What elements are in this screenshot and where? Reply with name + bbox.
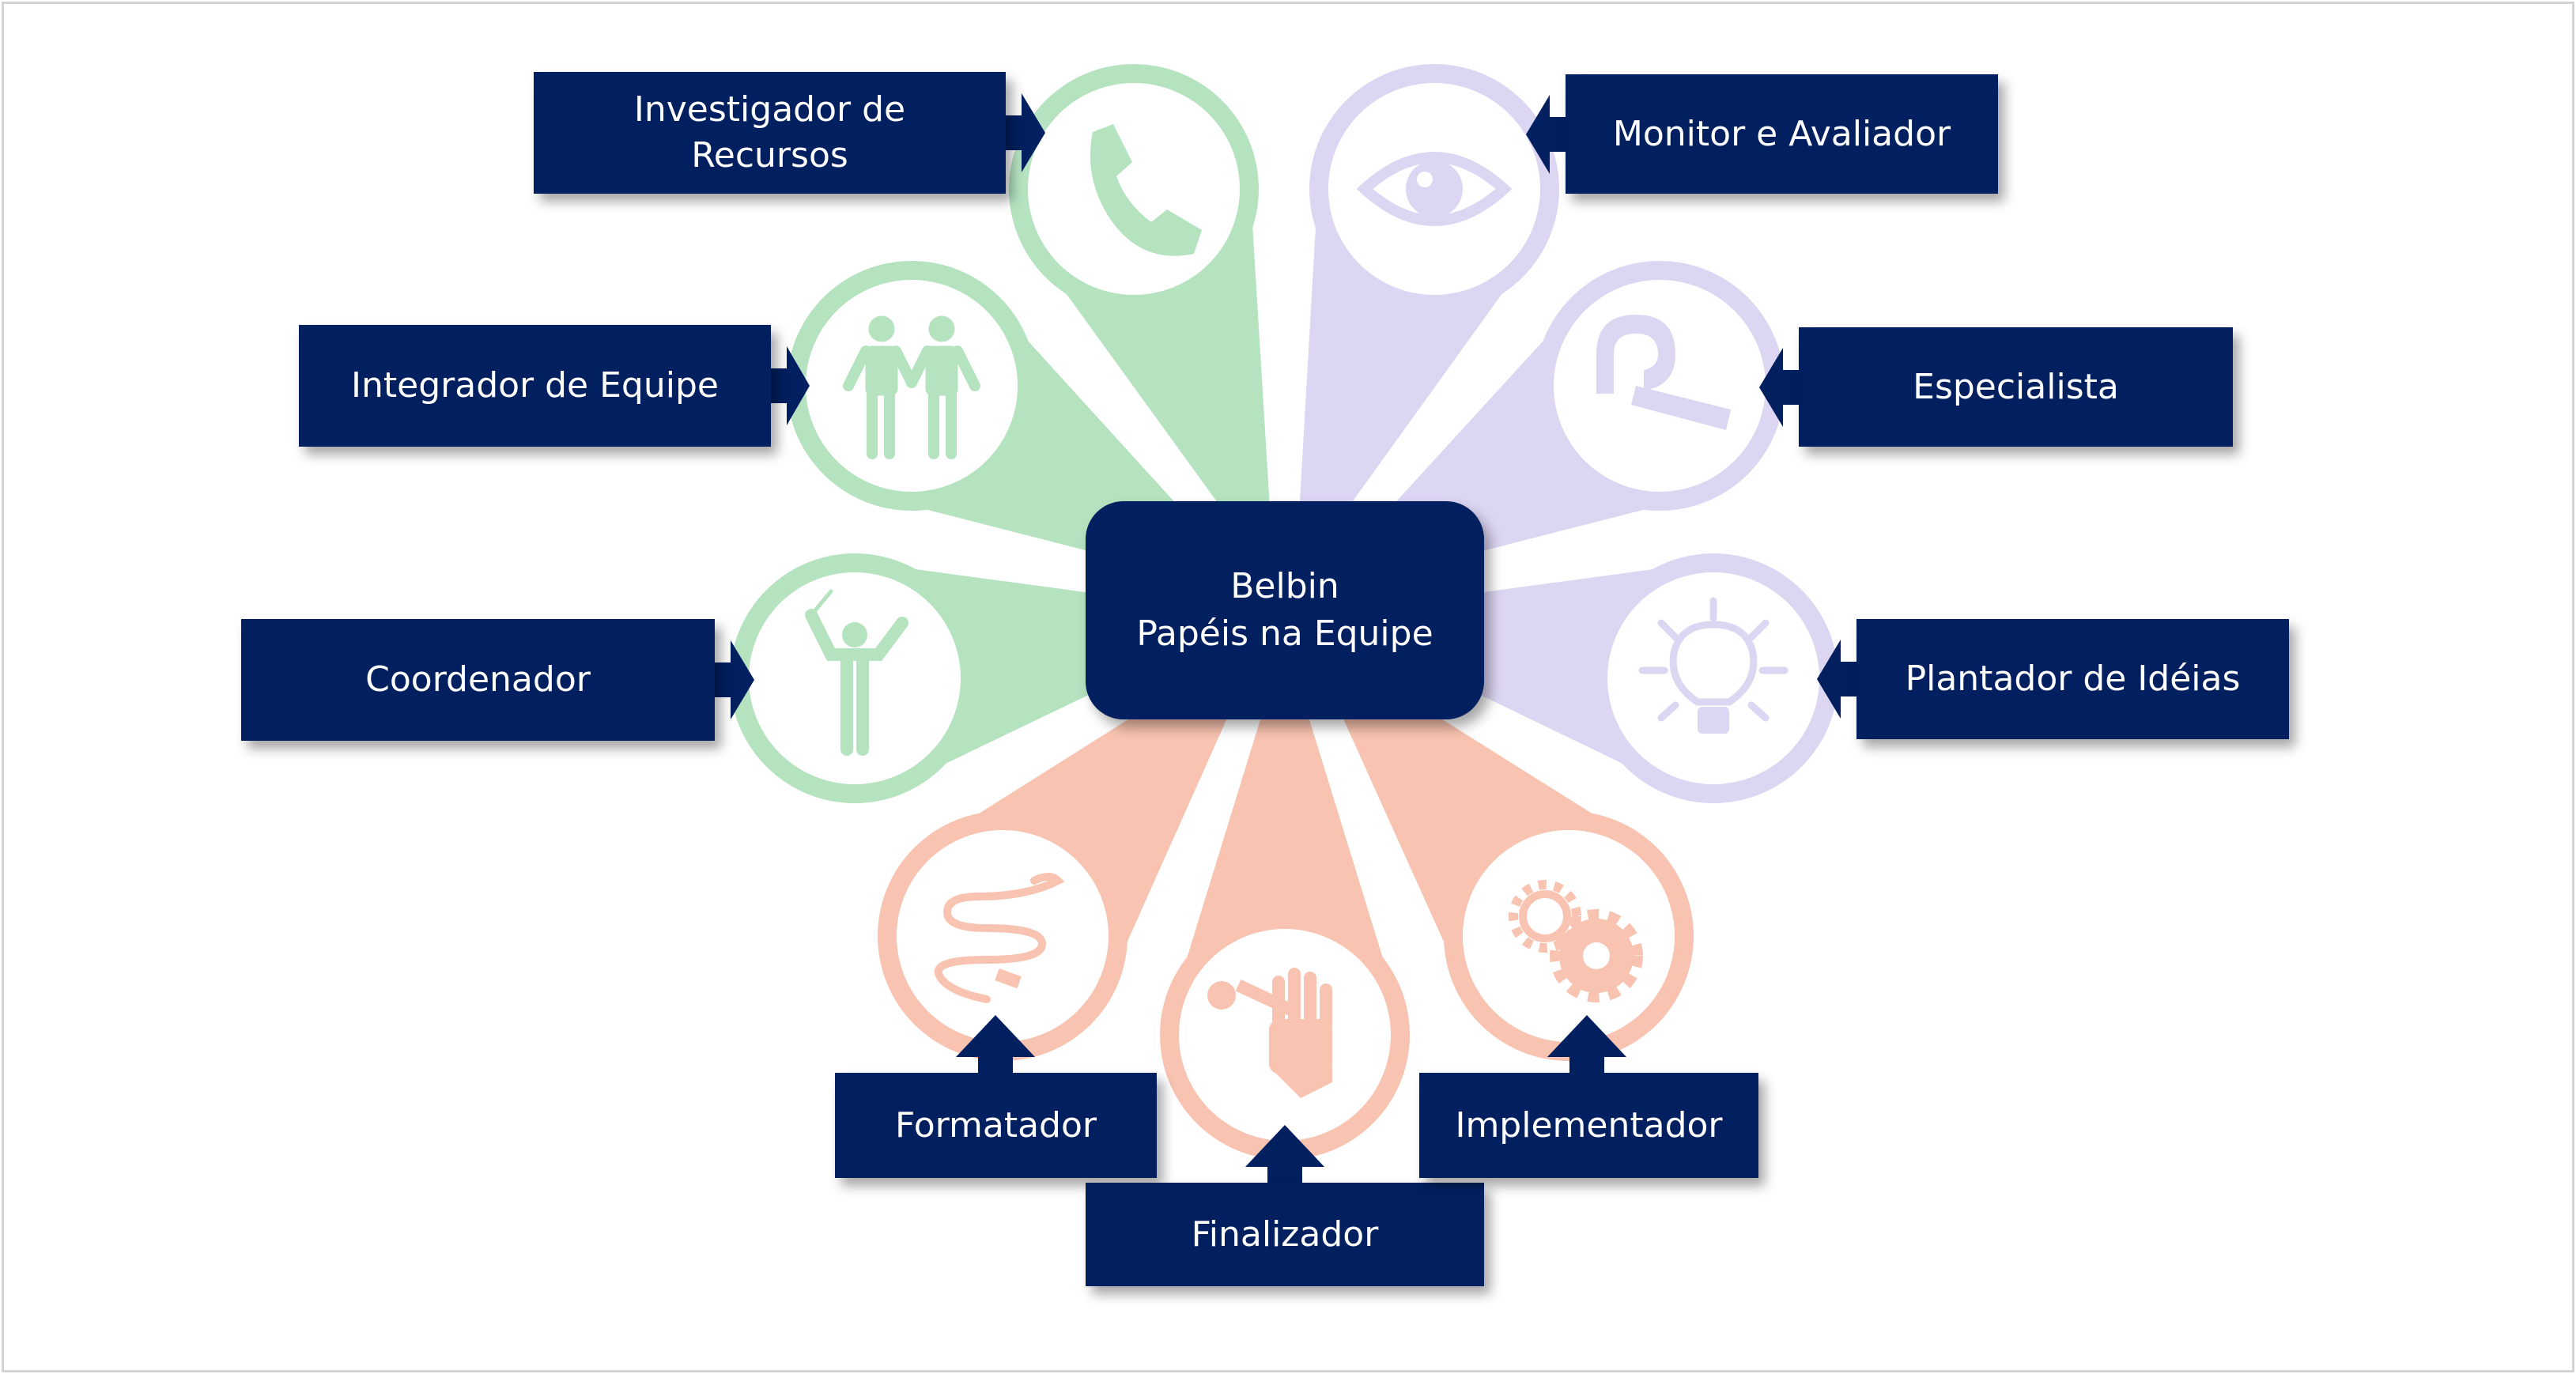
label-integrador: Integrador de Equipe [299, 325, 771, 447]
arrow-coordenador [715, 640, 754, 719]
arrow-investigador [1006, 93, 1045, 172]
petal-formatador [878, 587, 1305, 1061]
label-implementador: Implementador [1419, 1073, 1758, 1178]
center-hub: Belbin Papéis na Equipe [1086, 501, 1484, 719]
phone-icon [1090, 124, 1202, 256]
label-plantador: Plantador de Idéias [1856, 619, 2289, 739]
conductor-icon [805, 589, 908, 756]
arrow-monitor [1526, 95, 1566, 174]
rope-icon [934, 873, 1065, 1003]
gears-icon [1509, 880, 1643, 1002]
eye-icon [1356, 152, 1513, 226]
lightbulb-icon [1638, 597, 1788, 734]
label-formatador: Formatador [835, 1073, 1157, 1178]
arrow-finalizador [1245, 1125, 1324, 1183]
petal-monitor [1274, 64, 1559, 640]
petal-coordenador [730, 544, 1315, 804]
petal-finalizador [1154, 580, 1416, 1160]
arrow-integrador [771, 346, 810, 425]
hub-title: Belbin [1230, 566, 1339, 606]
label-coordenador: Coordenador [241, 619, 715, 741]
label-monitor: Monitor e Avaliador [1566, 74, 1998, 194]
arrow-implementador [1547, 1015, 1626, 1073]
label-investigador: Investigador de Recursos [534, 72, 1006, 194]
hub-subtitle: Papéis na Equipe [1136, 613, 1433, 654]
people-icon [843, 315, 980, 459]
label-finalizador: Finalizador [1086, 1183, 1484, 1286]
arrow-formatador [956, 1015, 1035, 1073]
petal-especialista [1258, 261, 1785, 626]
arrow-especialista [1759, 348, 1799, 427]
hand-wrench-icon [1207, 968, 1332, 1098]
caliper-icon [1596, 315, 1731, 430]
label-especialista: Especialista [1799, 327, 2233, 447]
arrow-plantador [1817, 640, 1856, 719]
